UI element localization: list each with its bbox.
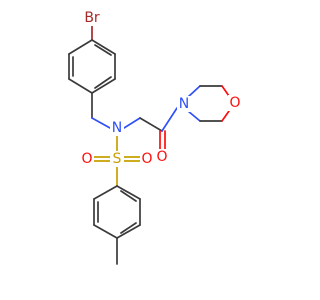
atom-br: Br [81, 10, 103, 26]
atom-s-label: S [113, 151, 122, 167]
bond-ch2-co [139, 117, 163, 132]
atom-o-morpholine-label: O [229, 95, 240, 111]
atom-o-sulfonyl-left-label: O [81, 151, 92, 167]
atom-o-sulfonyl-right-label: O [141, 151, 152, 167]
bond-ring-b [93, 224, 118, 239]
structure-diagram: Br N O N O S O O [68, 10, 242, 265]
bond-ring-b-inner [120, 190, 137, 202]
bond-c-n-amide [161, 107, 178, 132]
bond-ring-a [68, 39, 93, 55]
atom-o-carbonyl-label: O [156, 149, 167, 165]
atom-o-sulfonyl-left: O [80, 151, 94, 167]
bond-ring-a-inner [94, 44, 112, 56]
bond-morph [187, 110, 201, 122]
bond-n-ch2 [123, 117, 141, 129]
bond-ring-b [116, 224, 141, 239]
bond-ring-a-inner [94, 76, 112, 89]
atom-o-morpholine: O [228, 95, 242, 111]
bond-ring-a [91, 78, 116, 94]
atom-o-sulfonyl-right: O [140, 151, 154, 167]
atom-o-carbonyl: O [155, 149, 169, 165]
atom-s: S [110, 151, 124, 167]
bond-ring-a [91, 39, 116, 55]
atom-n-amide: N [177, 96, 191, 112]
bond-morph [221, 110, 230, 122]
atom-n-amide-label: N [179, 96, 189, 112]
bond-ring-b-inner [120, 222, 137, 234]
atom-n-sulfonamide: N [110, 120, 124, 136]
atom-n-sulfonamide-label: N [112, 120, 122, 136]
atom-label-layer: Br N O N O S O O [80, 10, 242, 167]
bond-ch2-n [91, 117, 111, 129]
bond-layer [68, 25, 230, 265]
bond-ring-a [68, 78, 93, 94]
bond-morph [187, 85, 201, 98]
bond-morph [221, 85, 230, 97]
bond-ring-b [116, 185, 141, 200]
bond-ring-b [93, 185, 118, 200]
atom-br-label: Br [84, 10, 100, 26]
